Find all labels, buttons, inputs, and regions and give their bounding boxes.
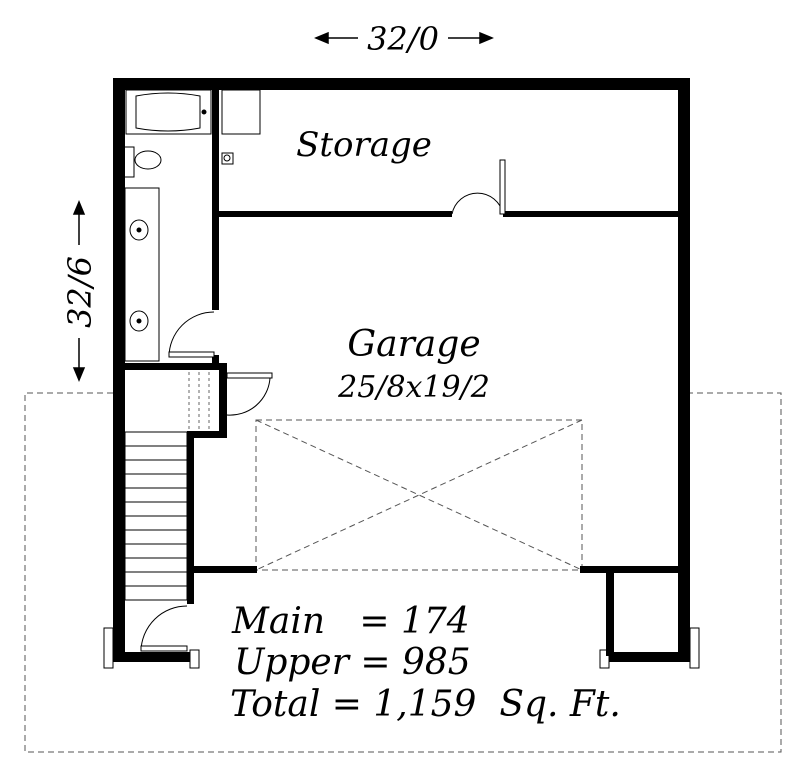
floor-drain [221, 152, 234, 165]
wall-stubs [103, 627, 700, 669]
garage-label: Garage [347, 324, 480, 365]
deck-outline [24, 392, 782, 753]
staircase [124, 431, 188, 601]
width-dimension-label: 32/0 [367, 20, 439, 58]
main-area-label: Main = 174 [231, 601, 470, 642]
vanity-counter [124, 187, 160, 362]
garage-door-swing [255, 419, 583, 571]
water-heater [221, 89, 261, 135]
bathroom-fixtures [123, 89, 261, 362]
entry-door-swing [140, 605, 188, 652]
bathtub [125, 89, 212, 135]
storage-label: Storage [296, 125, 432, 165]
sink-2 [129, 310, 149, 332]
depth-dimension-label: 32/6 [61, 256, 99, 328]
dimension-arrows [72, 31, 494, 382]
storage-door-swing [451, 192, 504, 215]
doors [140, 159, 506, 652]
garage-size-label: 25/8x19/2 [337, 370, 490, 405]
interior-walls [123, 88, 680, 656]
toilet-bowl [134, 150, 162, 170]
landing-steps [188, 372, 210, 430]
toilet-tank [123, 146, 135, 178]
bath-door-swing [168, 311, 215, 358]
exterior-walls [113, 78, 690, 662]
upper-area-label: Upper = 985 [234, 642, 471, 683]
sink-1 [129, 219, 149, 241]
stair-door-swing [226, 377, 271, 416]
total-area-label: Total = 1,159 Sq. Ft. [230, 684, 621, 725]
